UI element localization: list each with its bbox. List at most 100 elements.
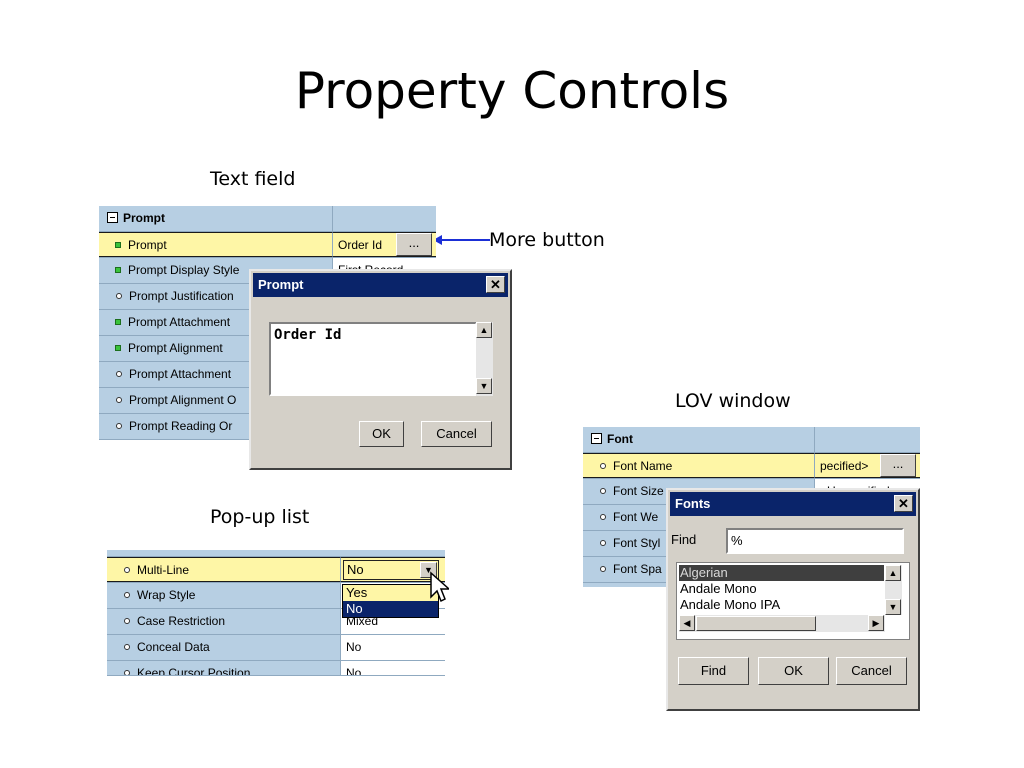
- prompt-textarea[interactable]: Order Id: [269, 322, 477, 396]
- list-item-label: Andale Mono IPA: [680, 597, 781, 612]
- default-marker-icon: [124, 567, 130, 573]
- list-item[interactable]: Algerian: [679, 565, 884, 581]
- scroll-down-icon[interactable]: ▼: [885, 599, 901, 615]
- default-marker-icon: [600, 488, 606, 494]
- property-name: Wrap Style: [137, 588, 196, 602]
- scroll-thumb[interactable]: [696, 616, 816, 631]
- dialog-titlebar[interactable]: Fonts ✕: [670, 492, 916, 516]
- collapse-icon[interactable]: [591, 433, 602, 444]
- popup-property-sheet: Multi-Line No ▼ Wrap Style Case Restrict…: [107, 550, 445, 676]
- fonts-dialog: Fonts ✕ Find % Algerian Andale Mono Anda…: [666, 488, 920, 711]
- cancel-button[interactable]: Cancel: [836, 657, 907, 685]
- group-header-label: Font: [607, 432, 633, 446]
- modified-marker-icon: [115, 319, 121, 325]
- find-input-value: %: [731, 533, 743, 548]
- close-icon[interactable]: ✕: [486, 276, 505, 293]
- property-name: Keep Cursor Position: [137, 666, 251, 676]
- list-item[interactable]: Andale Mono: [679, 581, 757, 597]
- mouse-cursor-icon: [430, 571, 449, 603]
- property-name: Multi-Line: [137, 563, 190, 577]
- dialog-titlebar[interactable]: Prompt ✕: [253, 273, 508, 297]
- default-marker-icon: [124, 670, 130, 675]
- scroll-down-icon[interactable]: ▼: [476, 378, 492, 394]
- popup-option-list: Yes No: [342, 584, 439, 618]
- dialog-title: Fonts: [675, 496, 711, 511]
- prompt-text-value: Order Id: [274, 327, 342, 343]
- property-name: Prompt Attachment: [128, 315, 231, 329]
- list-item-label: Andale Mono: [680, 581, 757, 596]
- default-marker-icon: [600, 514, 606, 520]
- property-name: Font Spa: [613, 562, 662, 576]
- property-name: Prompt Justification: [129, 289, 234, 303]
- more-button[interactable]: ...: [396, 233, 432, 256]
- default-marker-icon: [600, 540, 606, 546]
- popup-select-value: No: [347, 562, 364, 577]
- property-name: Font Styl: [613, 536, 661, 550]
- default-marker-icon: [116, 397, 122, 403]
- more-button[interactable]: ...: [880, 454, 916, 477]
- popup-option[interactable]: Yes: [343, 585, 438, 601]
- property-value: No: [346, 640, 362, 654]
- prompt-dialog: Prompt ✕ Order Id ▲ ▼ OK Cancel: [249, 269, 512, 470]
- property-row[interactable]: Keep Cursor Position No: [107, 661, 445, 676]
- caption-text-field: Text field: [210, 168, 296, 190]
- close-icon[interactable]: ✕: [894, 495, 913, 512]
- group-header-label: Prompt: [123, 211, 165, 225]
- collapse-icon[interactable]: [107, 212, 118, 223]
- property-row[interactable]: Conceal Data No: [107, 635, 445, 661]
- default-marker-icon: [124, 592, 130, 598]
- property-row-multi-line[interactable]: Multi-Line No ▼: [107, 557, 445, 583]
- slide-title: Property Controls: [294, 62, 730, 120]
- default-marker-icon: [600, 463, 606, 469]
- font-list[interactable]: Algerian Andale Mono Andale Mono IPA ▲ ▼…: [676, 562, 910, 640]
- list-vertical-scrollbar[interactable]: ▲ ▼: [885, 565, 902, 615]
- property-name: Prompt Reading Or: [129, 419, 233, 433]
- scroll-left-icon[interactable]: ◀: [679, 615, 695, 631]
- caption-popup-list: Pop-up list: [210, 506, 310, 528]
- property-name: Prompt Alignment: [128, 341, 223, 355]
- list-horizontal-scrollbar[interactable]: ◀ ▶: [679, 615, 885, 632]
- property-row-prompt[interactable]: Prompt Order Id: [99, 232, 436, 258]
- property-name: Conceal Data: [137, 640, 210, 654]
- find-label: Find: [671, 532, 697, 547]
- property-name: Font Size: [613, 484, 664, 498]
- ok-button[interactable]: OK: [758, 657, 829, 685]
- group-header-prompt[interactable]: Prompt: [99, 206, 436, 232]
- property-name: Prompt Attachment: [129, 367, 232, 381]
- popup-select[interactable]: No ▼: [343, 560, 439, 580]
- list-item-label: Algerian: [680, 565, 728, 580]
- find-input[interactable]: %: [726, 528, 904, 554]
- popup-option-label: Yes: [346, 585, 368, 600]
- modified-marker-icon: [115, 242, 121, 248]
- property-row-font-name[interactable]: Font Name pecified>: [583, 453, 920, 479]
- scroll-right-icon[interactable]: ▶: [868, 615, 884, 631]
- textarea-scrollbar[interactable]: ▲ ▼: [476, 322, 493, 396]
- caption-more-button: More button: [489, 229, 605, 251]
- property-name: Prompt: [128, 238, 167, 252]
- caption-lov-window: LOV window: [675, 390, 791, 412]
- default-marker-icon: [600, 566, 606, 572]
- default-marker-icon: [124, 618, 130, 624]
- property-name: Prompt Alignment O: [129, 393, 237, 407]
- property-name: Prompt Display Style: [128, 263, 240, 277]
- property-value-input[interactable]: pecified>: [820, 459, 869, 473]
- popup-option-selected[interactable]: No: [343, 601, 438, 617]
- group-header-font[interactable]: Font: [583, 427, 920, 453]
- scroll-up-icon[interactable]: ▲: [885, 565, 901, 581]
- pointer-arrow-icon: [433, 235, 490, 245]
- default-marker-icon: [124, 644, 130, 650]
- default-marker-icon: [116, 293, 122, 299]
- find-button[interactable]: Find: [678, 657, 749, 685]
- scroll-up-icon[interactable]: ▲: [476, 322, 492, 338]
- dialog-title: Prompt: [258, 277, 304, 292]
- modified-marker-icon: [115, 345, 121, 351]
- popup-option-label: No: [346, 601, 363, 616]
- property-name: Case Restriction: [137, 614, 226, 628]
- default-marker-icon: [116, 371, 122, 377]
- list-item[interactable]: Andale Mono IPA: [679, 597, 780, 613]
- property-value-input[interactable]: Order Id: [338, 238, 383, 252]
- property-name: Font We: [613, 510, 659, 524]
- property-name: Font Name: [613, 459, 673, 473]
- ok-button[interactable]: OK: [359, 421, 404, 447]
- cancel-button[interactable]: Cancel: [421, 421, 492, 447]
